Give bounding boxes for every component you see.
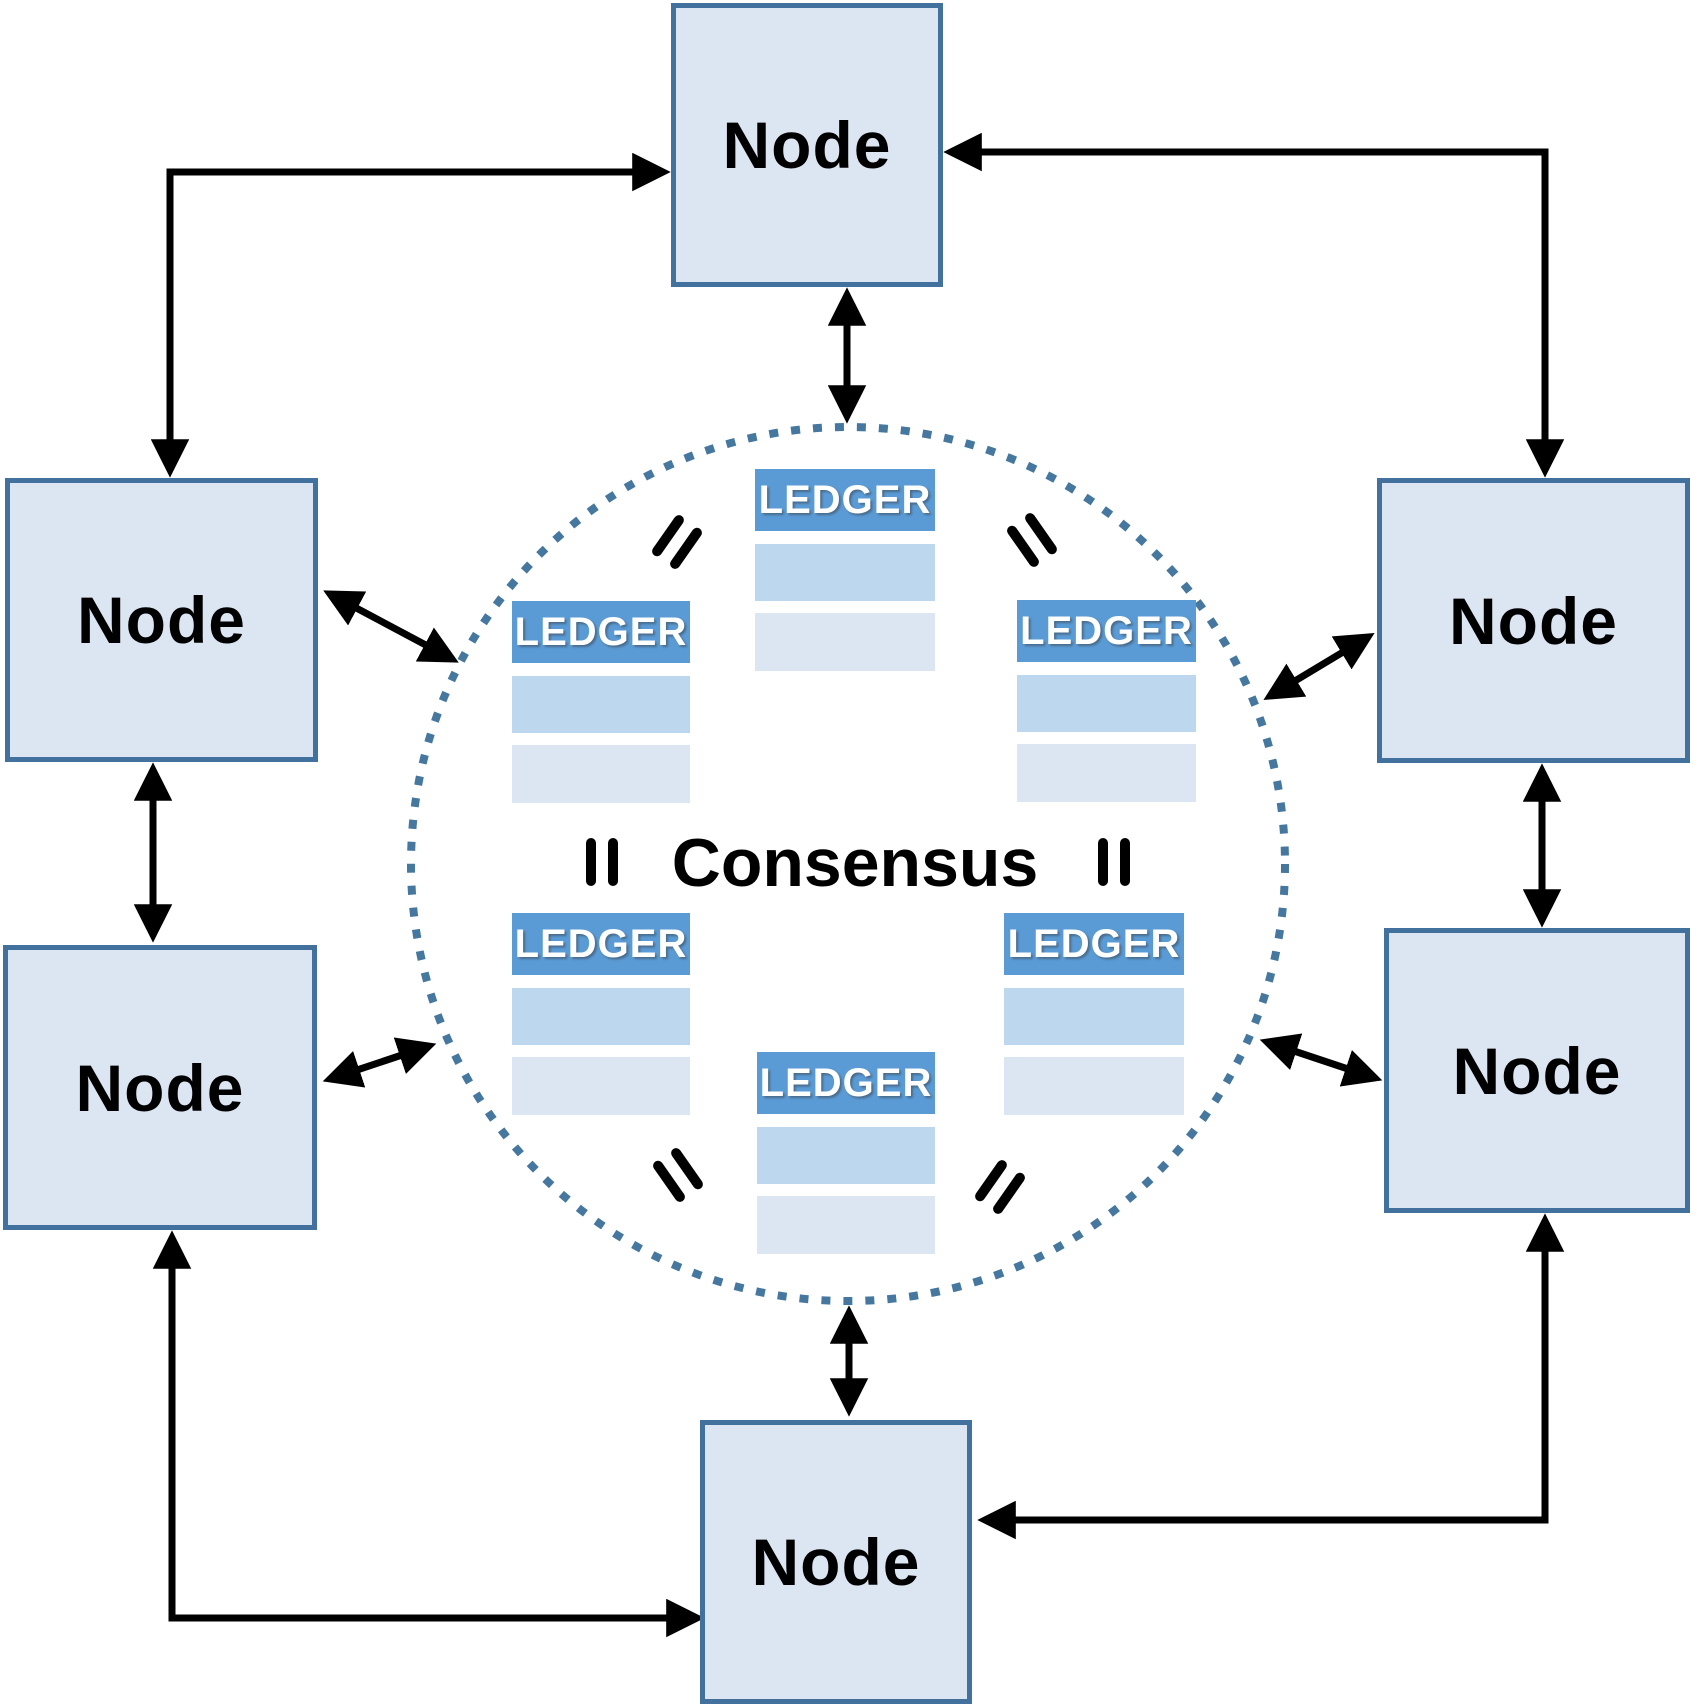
node-label: Node [77, 583, 246, 657]
node-box-left-lower: Node [3, 945, 317, 1230]
equals-icon [1098, 838, 1130, 886]
ledger-header: LEDGER [512, 601, 690, 663]
node-box-right-upper: Node [1377, 478, 1690, 763]
ledger-row [512, 1057, 690, 1115]
connector-topleft-elbow [150, 152, 671, 478]
arrow-leftlower-circle [322, 1037, 437, 1088]
ledger-header: LEDGER [512, 913, 690, 975]
ledger-header: LEDGER [757, 1052, 935, 1114]
arrow-rightlower-circle [1259, 1033, 1383, 1087]
ledger-row [512, 988, 690, 1045]
ledger-row [1017, 744, 1196, 802]
node-box-top: Node [671, 3, 943, 287]
ledger-row [512, 745, 690, 803]
node-label: Node [751, 1525, 921, 1599]
ledger-block-middle-left: LEDGER [512, 601, 690, 803]
ledger-header: LEDGER [1004, 913, 1184, 975]
consensus-dotted-circle [407, 423, 1289, 1305]
ledger-row [755, 544, 935, 601]
arrow-rightupper-circle [1263, 633, 1375, 700]
ledger-row [1004, 1057, 1184, 1115]
node-label: Node [722, 108, 892, 182]
ledger-block-bottom-center: LEDGER [757, 1052, 935, 1254]
connector-bottomright-elbow [977, 1213, 1565, 1540]
consensus-label: Consensus [671, 825, 1039, 901]
ledger-row [1017, 675, 1196, 732]
node-label: Node [1452, 1033, 1622, 1108]
node-box-left-upper: Node [5, 478, 318, 762]
connector-topright-elbow [943, 132, 1565, 478]
ledger-row [512, 676, 690, 733]
ledger-block-middle-right: LEDGER [1017, 600, 1196, 802]
node-label: Node [1449, 583, 1618, 658]
connector-bottomleft-elbow [152, 1230, 705, 1638]
ledger-row [755, 613, 935, 671]
arrow-leftupper-circle [323, 590, 459, 663]
equals-icon [586, 838, 618, 886]
ledger-row [757, 1127, 935, 1184]
ledger-row [757, 1196, 935, 1254]
ledger-header: LEDGER [755, 469, 935, 531]
ledger-block-top-center: LEDGER [755, 469, 935, 671]
node-box-right-lower: Node [1384, 928, 1690, 1213]
ledger-header: LEDGER [1017, 600, 1196, 662]
node-box-bottom: Node [700, 1420, 972, 1704]
ledger-block-lower-right: LEDGER [1004, 913, 1184, 1115]
ledger-row [1004, 988, 1184, 1045]
ledger-block-lower-left: LEDGER [512, 913, 690, 1115]
node-label: Node [75, 1050, 245, 1125]
